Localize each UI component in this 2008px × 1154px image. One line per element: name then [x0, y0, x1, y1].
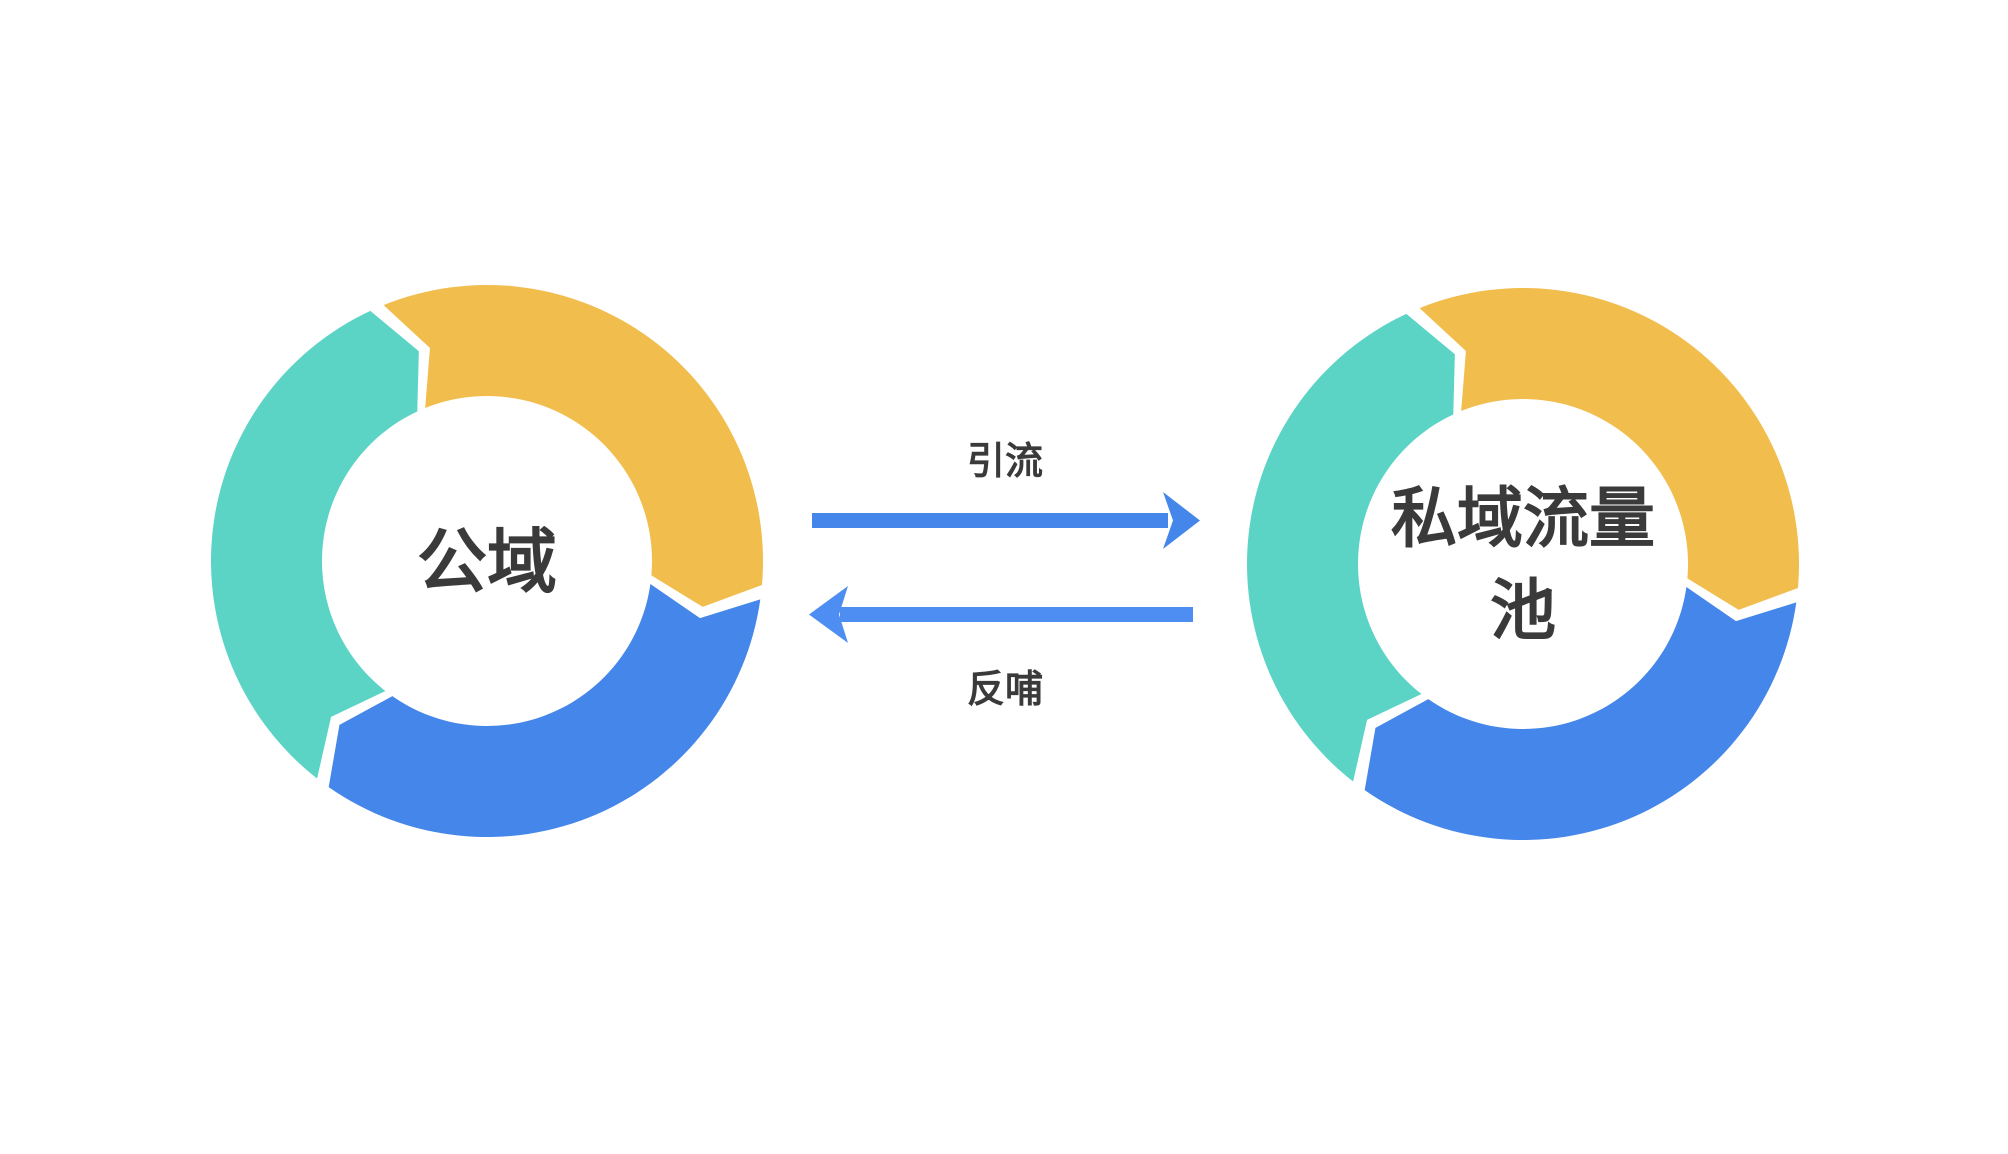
backward-arrow: [809, 586, 1193, 643]
public-domain-label: 公域: [417, 523, 557, 601]
backward-arrow-label: 反哺: [967, 669, 1043, 711]
private-domain-ring: [1247, 288, 1799, 841]
private-domain-label-line2: 池: [1490, 573, 1556, 647]
private-domain-label-line1: 私域流量: [1391, 481, 1655, 555]
public-domain-ring: [211, 285, 763, 838]
forward-arrow-label: 引流: [967, 441, 1043, 483]
ring-segment-yellow: [383, 285, 763, 607]
ring-segment-blue: [328, 583, 761, 838]
forward-arrow: [812, 492, 1200, 549]
forward-arrow-shaft: [812, 513, 1168, 528]
ring-segment-teal: [1247, 313, 1455, 782]
backward-arrow-shaft: [840, 607, 1193, 622]
ring-segment-blue: [1364, 586, 1797, 841]
backward-arrowhead-icon: [809, 586, 848, 643]
ring-segment-teal: [211, 310, 419, 779]
forward-arrowhead-icon: [1163, 492, 1200, 549]
ring-segment-yellow: [1419, 288, 1799, 610]
